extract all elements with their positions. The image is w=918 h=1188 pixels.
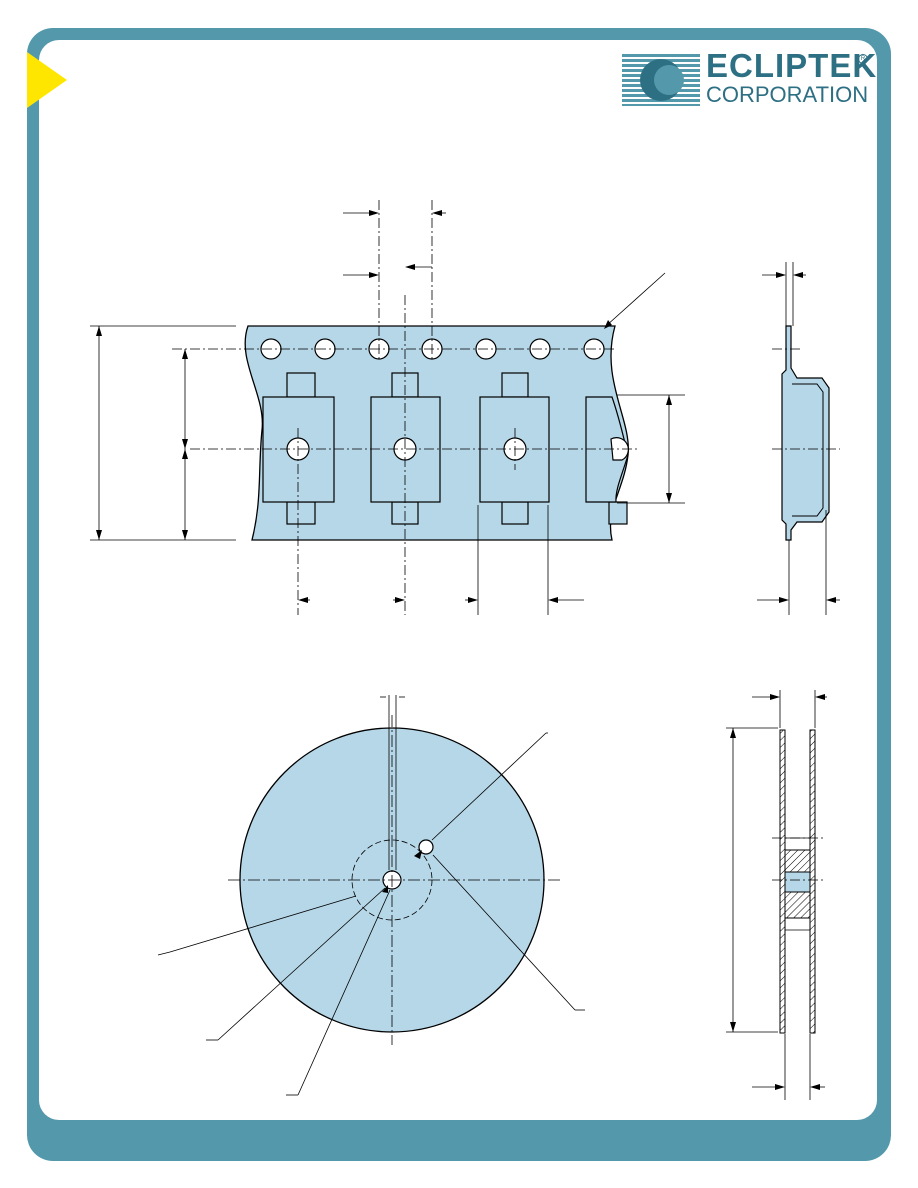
pocket-partial [585, 396, 629, 525]
carrier-tape-side-section [757, 262, 840, 615]
dimension-arrows [96, 210, 672, 603]
drive-hole [418, 839, 434, 855]
logo-subtitle: CORPORATION [706, 82, 869, 107]
pocket [479, 372, 550, 525]
reel-hub-bore [784, 871, 811, 893]
ecliptek-logo: ECLIPTEK CORPORATION R [622, 49, 876, 108]
registered-mark: R [858, 54, 868, 64]
center-lines [172, 200, 640, 615]
corner-arrow-icon [27, 52, 67, 108]
logo-mark-icon [622, 54, 700, 106]
reel-flange-left [779, 729, 786, 1034]
tape-profile [781, 325, 830, 541]
reel-side-section [726, 690, 827, 1100]
logo-name: ECLIPTEK [706, 47, 878, 84]
carrier-tape-top-view [90, 200, 685, 615]
reel-flange-right [809, 729, 816, 1034]
pocket [370, 372, 441, 525]
sprocket-holes [260, 338, 605, 360]
component-pockets [262, 372, 629, 525]
pocket [262, 372, 335, 525]
reel-front-view [157, 695, 585, 1096]
